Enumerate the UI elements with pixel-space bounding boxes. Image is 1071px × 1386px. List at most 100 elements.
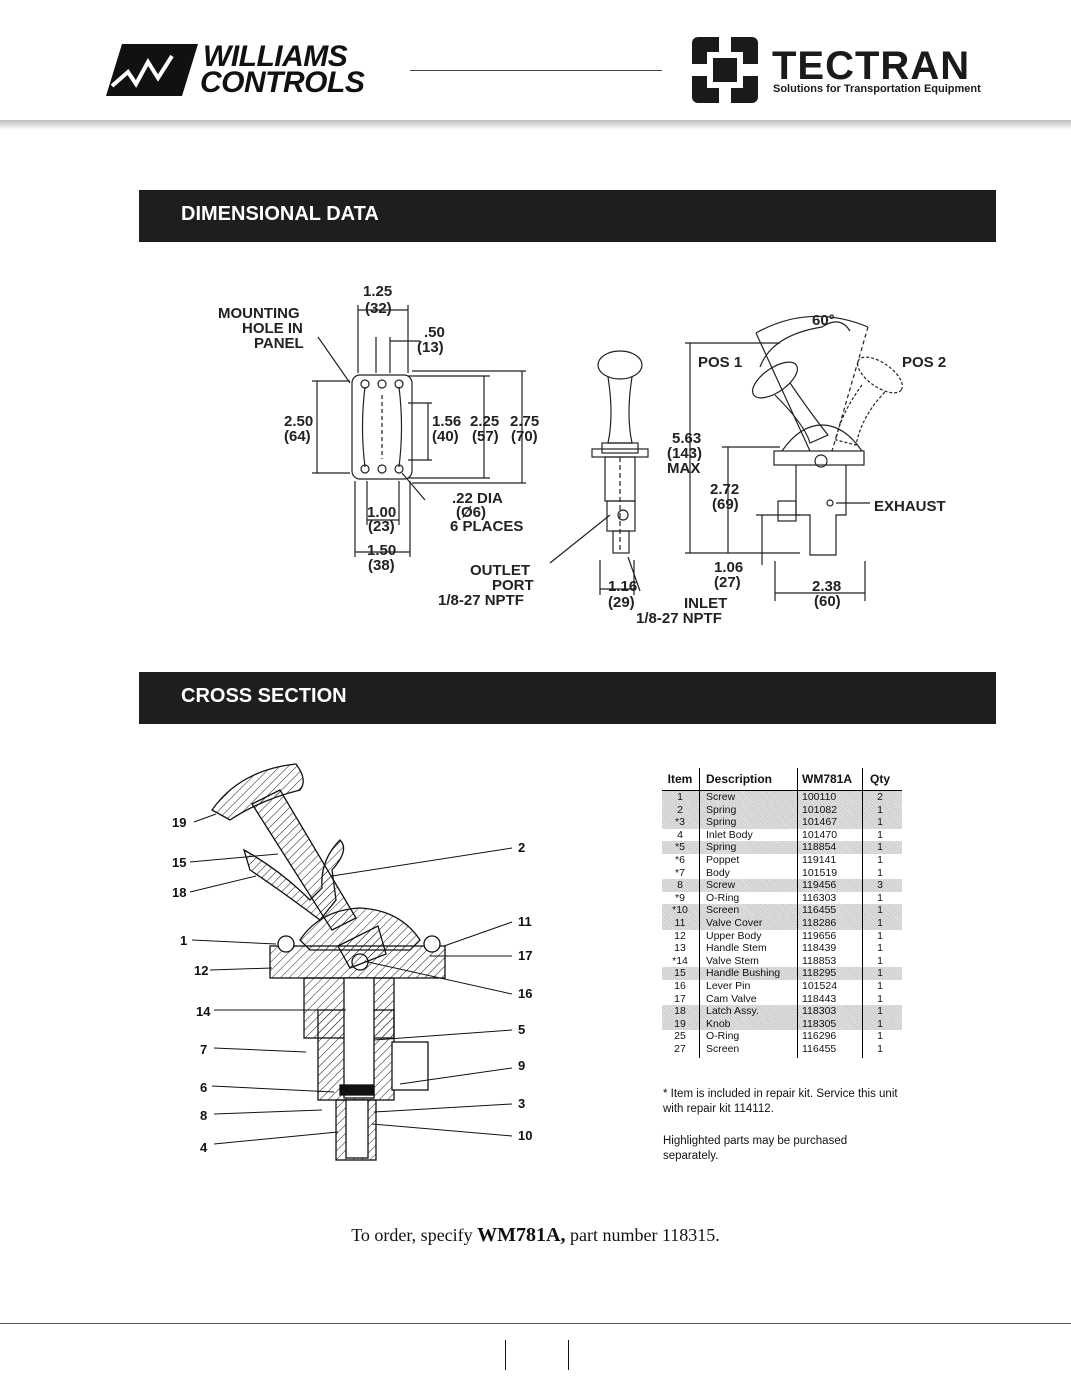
callout-6: 6 [200, 1080, 207, 1095]
callout-14: 14 [196, 1004, 211, 1019]
dim-1-25-mm: (32) [365, 300, 392, 317]
cell-qty: 2 [877, 791, 883, 803]
dim-2-50: 2.50 [284, 413, 313, 430]
dim-1-06-mm: (27) [714, 574, 741, 591]
cell-description: Upper Body [706, 929, 762, 942]
cell-item: *9 [675, 891, 685, 904]
cell-qty: 1 [877, 803, 883, 816]
cell-part: 118295 [802, 967, 837, 980]
cell-qty: 1 [877, 954, 883, 967]
williams-controls-logo-icon [106, 44, 198, 96]
table-divider [797, 768, 798, 1058]
cell-qty: 1 [877, 929, 883, 942]
cell-description: Cam Valve [706, 992, 757, 1005]
cell-item: *10 [672, 904, 688, 917]
label-inlet-thread: 1/8-27 NPTF [636, 610, 722, 627]
cell-qty: 1 [877, 942, 883, 955]
dim-1-56: 1.56 [432, 413, 461, 430]
cell-description: Screen [706, 904, 740, 917]
cell-description: Body [706, 866, 730, 879]
cell-description: Spring [706, 816, 737, 829]
cell-item: 2 [677, 803, 683, 816]
cell-description: O-Ring [706, 1030, 740, 1043]
cross-section-header: CROSS SECTION [139, 672, 996, 724]
repair-kit-note: * Item is included in repair kit. Servic… [663, 1088, 898, 1115]
label-max: MAX [667, 460, 700, 477]
header-part: WM781A [802, 772, 853, 786]
callout-5: 5 [518, 1022, 525, 1037]
cell-qty: 3 [877, 879, 883, 892]
dim-5-63-mm: (143) [667, 445, 702, 462]
cell-part: 101524 [802, 979, 838, 992]
cell-qty: 1 [877, 967, 883, 980]
cell-item: *14 [672, 954, 688, 967]
dim-1-06: 1.06 [714, 559, 743, 576]
cell-item: 18 [674, 1005, 686, 1018]
dim-0-50: .50 [424, 324, 445, 341]
callout-19: 19 [172, 815, 186, 830]
table-row: 17 Cam Valve 118443 1 [662, 993, 902, 1006]
label-dia: .22 DIA [452, 490, 503, 507]
parts-table-header: Item Description WM781A Qty [662, 768, 902, 791]
cell-item: *3 [675, 816, 685, 829]
controls-wordmark: CONTROLS [200, 66, 365, 99]
callout-17: 17 [518, 948, 532, 963]
tectran-wordmark: TECTRAN [772, 44, 971, 88]
dim-1-56-mm: (40) [432, 428, 459, 445]
callout-12: 12 [194, 963, 208, 978]
cell-part: 118443 [802, 992, 837, 1005]
cell-qty: 1 [877, 904, 883, 917]
cell-qty: 1 [877, 891, 883, 904]
label-inlet: INLET [684, 595, 727, 612]
callout-3: 3 [518, 1096, 525, 1111]
cell-description: O-Ring [706, 891, 740, 904]
order-line: To order, specify WM781A, part number 11… [0, 1224, 1071, 1247]
cell-item: 16 [674, 979, 686, 992]
cell-description: Lever Pin [706, 979, 751, 992]
table-divider [862, 768, 863, 1058]
cell-part: 118853 [802, 954, 837, 967]
dim-0-50-mm: (13) [417, 339, 444, 356]
dim-2-25: 2.25 [470, 413, 499, 430]
cross-section-drawing: 19 15 18 1 12 14 7 6 8 4 2 11 17 16 5 9 … [172, 763, 532, 1161]
header-description: Description [706, 772, 773, 786]
header-item: Item [667, 772, 693, 786]
cell-item: *7 [675, 866, 685, 879]
dim-2-75-mm: (70) [511, 428, 538, 445]
cell-part: 101082 [802, 803, 838, 816]
cell-description: Poppet [706, 853, 740, 866]
label-panel: PANEL [254, 335, 304, 352]
cell-qty: 1 [877, 992, 883, 1005]
callout-11: 11 [518, 914, 532, 929]
dim-1-25: 1.25 [363, 283, 392, 300]
dim-1-16-mm: (29) [608, 594, 635, 611]
callout-1: 1 [180, 933, 187, 948]
dim-2-75: 2.75 [510, 413, 539, 430]
cell-item: 25 [674, 1030, 686, 1043]
cell-item: 13 [674, 942, 686, 955]
callout-7: 7 [200, 1042, 207, 1057]
label-dia-mm: (Ø6) [456, 504, 486, 521]
cell-item: 17 [674, 992, 686, 1005]
cell-part: 101470 [802, 828, 838, 841]
cell-qty: 1 [877, 916, 883, 929]
cell-description: Screw [706, 791, 736, 803]
cell-qty: 1 [877, 1042, 883, 1055]
cell-part: 118286 [802, 916, 837, 929]
cell-qty: 1 [877, 1017, 883, 1030]
label-angle: 60° [812, 312, 835, 329]
cell-qty: 1 [877, 1030, 883, 1043]
dim-1-00-mm: (23) [368, 518, 395, 535]
cell-qty: 1 [877, 841, 883, 854]
dim-1-16: 1.16 [608, 578, 637, 595]
